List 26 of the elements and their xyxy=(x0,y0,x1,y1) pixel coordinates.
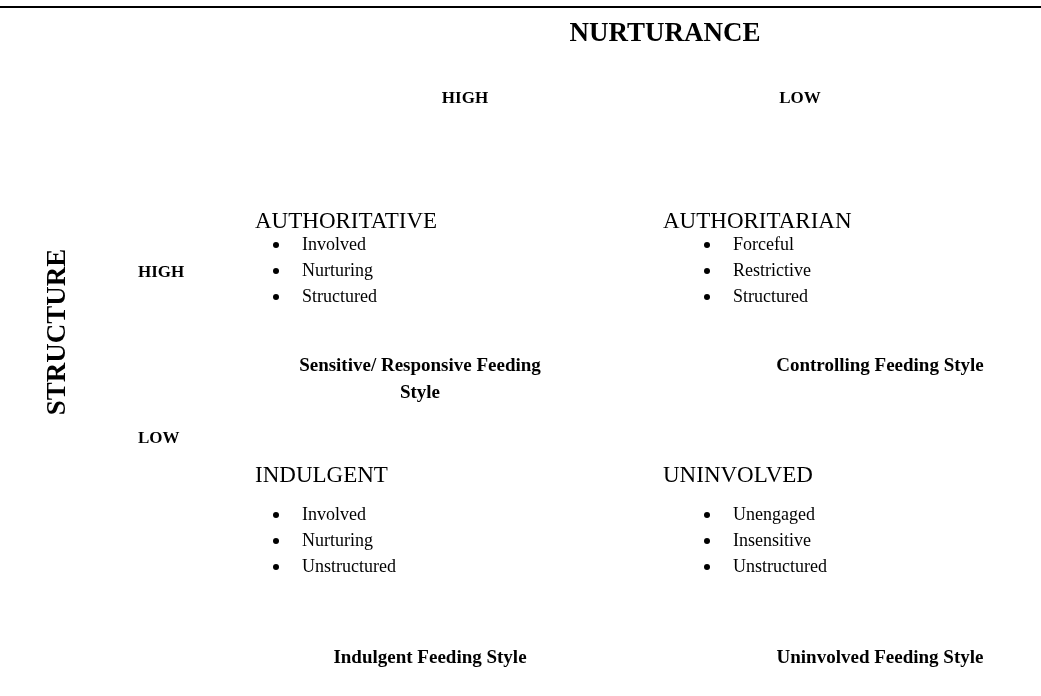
bullet-item: Unengaged xyxy=(686,504,815,526)
bullet-item: Structured xyxy=(255,286,377,308)
bullet-item: Insensitive xyxy=(686,530,811,552)
quadrant-heading: INDULGENT xyxy=(255,461,388,489)
quadrant-heading: AUTHORITATIVE xyxy=(255,207,438,235)
bullet-item: Restrictive xyxy=(686,260,811,282)
level-label: HIGH xyxy=(138,262,185,283)
bullet-item: Involved xyxy=(255,234,366,256)
feeding-style-label: Controlling Feeding Style xyxy=(775,353,985,377)
level-label: LOW xyxy=(779,88,821,109)
bullet-item: Unstructured xyxy=(255,556,396,578)
quadrant-heading: UNINVOLVED xyxy=(663,461,813,489)
bullet-item: Unstructured xyxy=(686,556,827,578)
bullet-item: Forceful xyxy=(686,234,794,256)
bullet-item: Nurturing xyxy=(255,530,373,552)
feeding-style-label: Sensitive/ Responsive Feeding Style xyxy=(298,353,542,404)
quadrant-heading: AUTHORITARIAN xyxy=(663,207,852,235)
axis-title: STRUCTURE xyxy=(39,248,72,416)
feeding-style-label: Uninvolved Feeding Style xyxy=(775,645,985,669)
level-label: HIGH xyxy=(441,88,489,109)
bullet-item: Involved xyxy=(255,504,366,526)
feeding-style-label: Indulgent Feeding Style xyxy=(332,645,528,669)
axis-title: NURTURANCE xyxy=(569,16,761,49)
bullet-item: Structured xyxy=(686,286,808,308)
bullet-item: Nurturing xyxy=(255,260,373,282)
level-label: LOW xyxy=(138,428,180,449)
